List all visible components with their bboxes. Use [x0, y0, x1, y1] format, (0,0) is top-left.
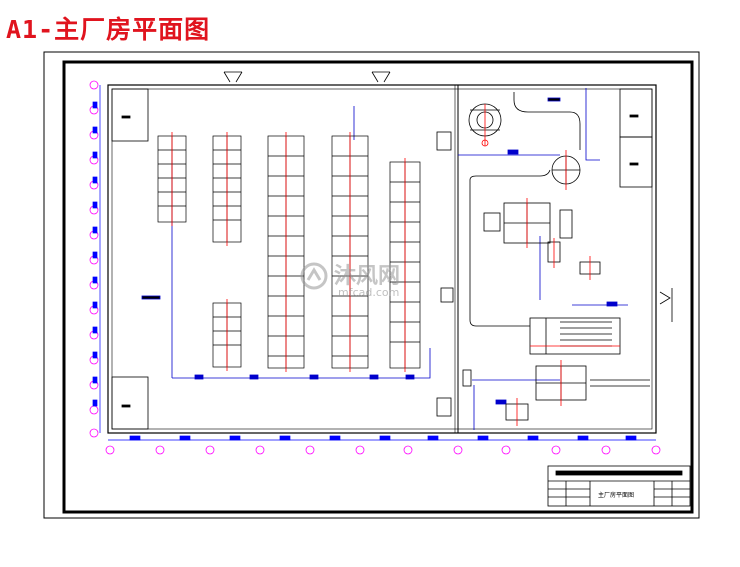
- equipment-red-marks: [481, 104, 620, 426]
- building-walls: [107, 84, 657, 434]
- sheet-outer-border: [43, 51, 700, 519]
- watermark-text: 沐风网: [334, 264, 401, 289]
- door-swing-icon: [223, 71, 673, 417]
- rack-red-marks: [171, 132, 406, 372]
- pipe-network: [141, 88, 628, 430]
- watermark-logo-icon: [300, 262, 328, 290]
- title-block: [547, 465, 691, 507]
- corner-rooms: [111, 88, 653, 430]
- sheet-inner-border: [62, 60, 694, 514]
- drawing-title: A1-主厂房平面图: [6, 15, 211, 44]
- title-block-drawing-name: 主厂房平面图: [598, 491, 634, 499]
- equipment-rack-row: [157, 135, 421, 369]
- watermark-site: mfcad.com: [338, 286, 400, 299]
- process-equipment: [468, 92, 650, 421]
- dimension-lines: [92, 85, 656, 441]
